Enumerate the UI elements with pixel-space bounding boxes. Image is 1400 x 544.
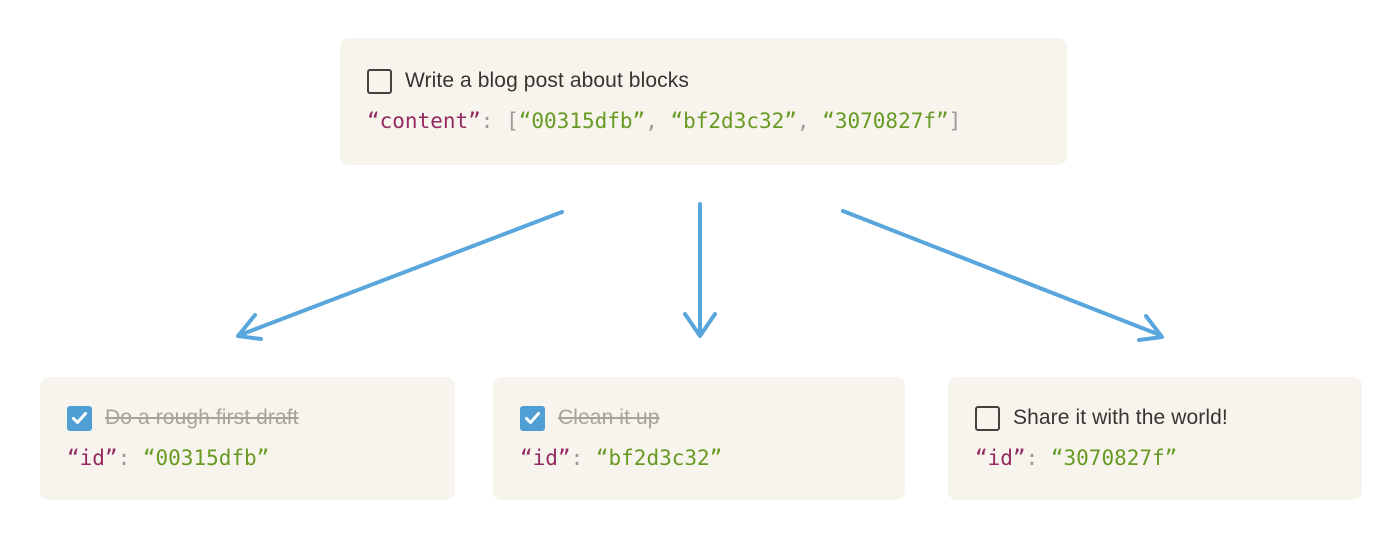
todo-title: Write a blog post about blocks: [405, 69, 689, 92]
checkbox[interactable]: [975, 405, 1000, 431]
arrow-left-icon: [236, 210, 564, 341]
code-separator: ,: [645, 109, 671, 133]
code-colon: :: [1025, 446, 1051, 470]
code-key: “id”: [975, 446, 1026, 470]
checkbox[interactable]: [520, 405, 545, 431]
child-todo-block-1: Do a rough first draft “id”: “00315dfb”: [40, 377, 455, 500]
code-value: “3070827f”: [1050, 446, 1178, 470]
check-icon: [72, 411, 87, 424]
todo-row: Share it with the world!: [975, 405, 1335, 431]
content-code-line: “content”: [“00315dfb”, “bf2d3c32”, “307…: [367, 107, 1040, 135]
code-colon: :: [117, 446, 143, 470]
id-code-line: “id”: “3070827f”: [975, 444, 1335, 472]
code-value: “3070827f”: [822, 109, 949, 133]
todo-title: Share it with the world!: [1013, 406, 1228, 429]
code-close-bracket: ]: [948, 109, 962, 133]
child-todo-block-3: Share it with the world! “id”: “3070827f…: [948, 377, 1362, 500]
id-code-line: “id”: “bf2d3c32”: [520, 444, 878, 472]
todo-row: Clean it up: [520, 405, 878, 431]
todo-row: Write a blog post about blocks: [367, 68, 1040, 94]
arrow-down-icon: [683, 202, 717, 338]
code-separator: ,: [796, 109, 823, 133]
code-value: “00315dfb”: [518, 109, 646, 133]
code-key: “id”: [520, 446, 571, 470]
code-colon: :: [480, 109, 507, 133]
child-todo-block-2: Clean it up “id”: “bf2d3c32”: [493, 377, 905, 500]
code-value: “00315dfb”: [142, 446, 270, 470]
todo-title: Do a rough first draft: [105, 406, 299, 429]
parent-todo-block: Write a blog post about blocks “content”…: [340, 38, 1067, 165]
todo-row: Do a rough first draft: [67, 405, 428, 431]
code-open-bracket: [: [506, 109, 519, 133]
id-code-line: “id”: “00315dfb”: [67, 444, 428, 472]
todo-title: Clean it up: [558, 406, 660, 429]
checkbox[interactable]: [367, 68, 392, 94]
arrow-right-icon: [841, 209, 1164, 342]
code-colon: :: [570, 446, 596, 470]
code-value: “bf2d3c32”: [595, 446, 723, 470]
code-key: “content”: [367, 109, 481, 133]
checkbox[interactable]: [67, 405, 92, 431]
code-value: “bf2d3c32”: [670, 109, 797, 133]
code-key: “id”: [67, 446, 118, 470]
check-icon: [525, 411, 540, 424]
